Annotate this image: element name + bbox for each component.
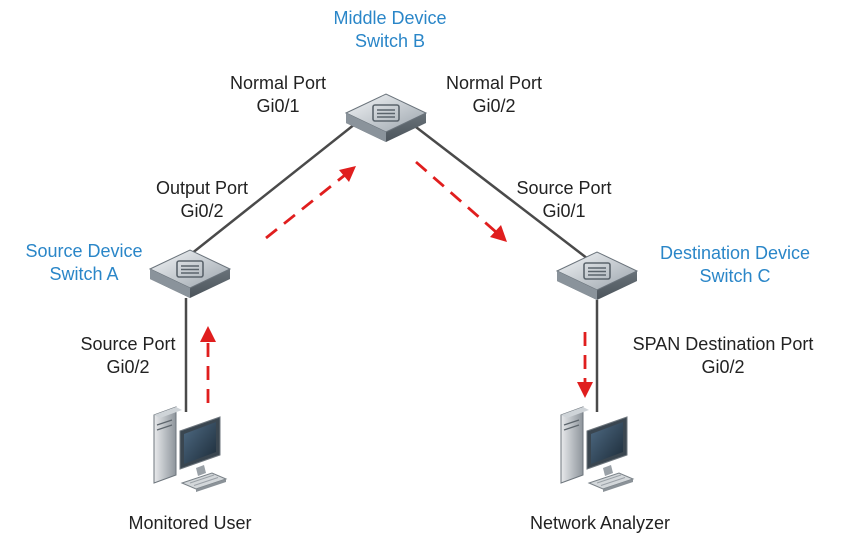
switch-icon — [556, 251, 638, 301]
network-analyzer-label: Network Analyzer — [529, 513, 671, 533]
port-name: Source Port — [80, 334, 176, 354]
middle-device-title: Middle Device — [333, 8, 447, 28]
flow-arrow-b-to-c — [415, 160, 507, 242]
port-id: Gi0/1 — [542, 201, 586, 221]
destination-device-title: Destination Device — [659, 243, 811, 263]
port-id: Gi0/1 — [256, 96, 300, 116]
port-label-c-span: SPAN Destination Port Gi0/2 — [603, 333, 842, 379]
flow-arrow-up — [200, 326, 216, 403]
destination-device-label: Destination Device Switch C — [630, 242, 840, 288]
port-name: SPAN Destination Port — [632, 334, 814, 354]
port-label-a-output: Output Port Gi0/2 — [132, 177, 272, 223]
monitored-user-label: Monitored User — [128, 513, 252, 533]
desktop-computer-icon — [560, 406, 634, 493]
port-label-b-gi0-2: Normal Port Gi0/2 — [434, 72, 554, 118]
port-name: Normal Port — [445, 73, 543, 93]
source-device-subtitle: Switch A — [49, 264, 119, 284]
port-label-b-gi0-1: Normal Port Gi0/1 — [218, 72, 338, 118]
link-a-to-b — [185, 119, 361, 259]
destination-device-subtitle: Switch C — [699, 266, 771, 286]
middle-device-label: Middle Device Switch B — [300, 7, 480, 53]
port-name: Output Port — [155, 178, 249, 198]
switch-icon — [345, 93, 427, 143]
desktop-computer-icon — [153, 406, 227, 493]
port-label-c-source: Source Port Gi0/1 — [494, 177, 634, 223]
port-name: Normal Port — [229, 73, 327, 93]
flow-arrow-down — [577, 332, 593, 398]
port-id: Gi0/2 — [701, 357, 745, 377]
port-id: Gi0/2 — [180, 201, 224, 221]
middle-device-subtitle: Switch B — [354, 31, 426, 51]
port-id: Gi0/2 — [472, 96, 516, 116]
flow-arrow-a-to-b — [265, 166, 356, 240]
port-id: Gi0/2 — [106, 357, 150, 377]
source-device-title: Source Device — [25, 241, 143, 261]
source-device-label: Source Device Switch A — [4, 240, 164, 286]
port-name: Source Port — [516, 178, 612, 198]
link-b-to-c — [411, 123, 593, 263]
port-label-a-source: Source Port Gi0/2 — [58, 333, 198, 379]
